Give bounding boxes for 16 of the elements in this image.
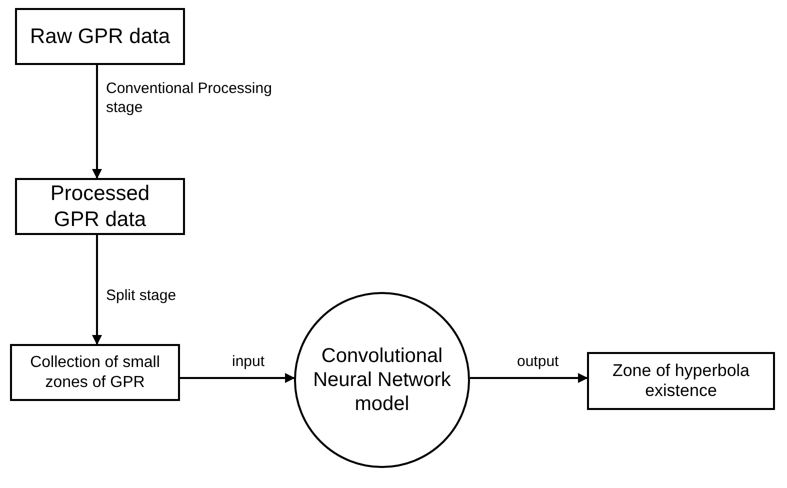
- node-label: Raw GPR data: [30, 24, 170, 50]
- process-box: [10, 344, 180, 401]
- node-label: Zone of hyperbola existence: [611, 360, 751, 402]
- arrow: [180, 373, 296, 383]
- edge-label: input: [232, 353, 265, 372]
- node-label: Processed GPR data: [49, 181, 151, 232]
- arrow: [92, 65, 102, 179]
- edge-label: Split stage: [106, 287, 176, 306]
- arrow: [92, 235, 102, 345]
- process-box: [587, 352, 775, 410]
- arrow: [470, 373, 588, 383]
- edge-label: output: [517, 353, 559, 372]
- process-box: [15, 8, 185, 65]
- node-label: Collection of small zones of GPR: [29, 353, 161, 392]
- node-label: Convolutional Neural Network model: [312, 344, 452, 416]
- process-box: [15, 178, 185, 235]
